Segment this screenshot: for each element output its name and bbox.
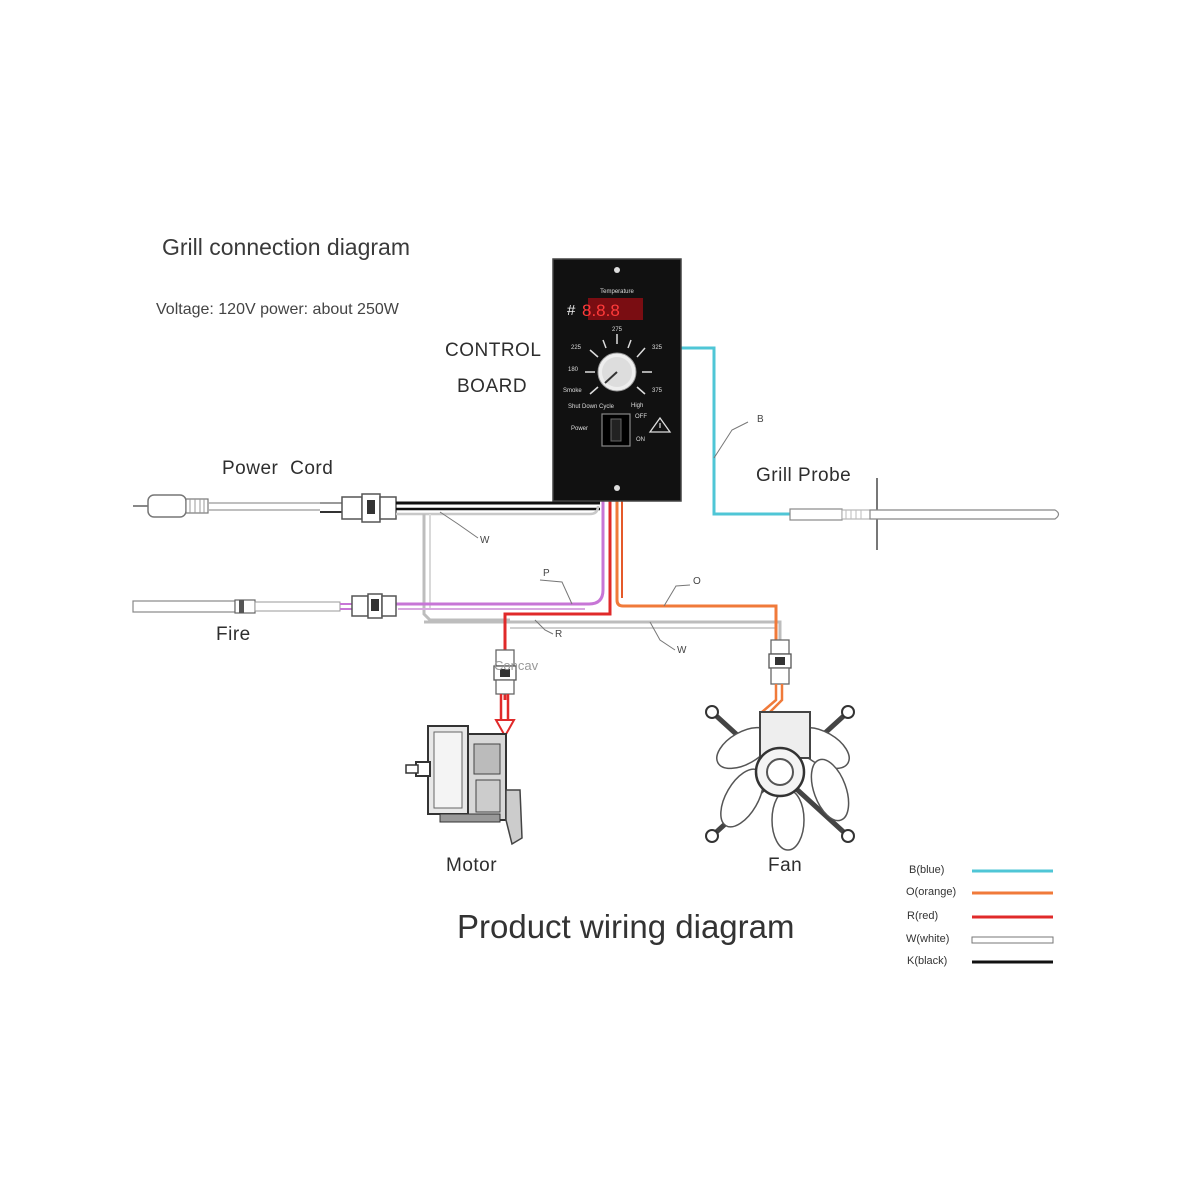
dial-325: 325	[652, 345, 663, 351]
motor	[405, 725, 523, 846]
dial-375: 375	[652, 388, 663, 394]
control-board: Temperature # 8.8.8 180 225 275 325 375 …	[552, 258, 682, 502]
legend-label-orange: O(orange)	[906, 886, 957, 898]
off-label: OFF	[635, 414, 647, 420]
wire-label-p: P	[543, 568, 550, 579]
dial-180: 180	[568, 367, 579, 373]
display-prefix: #	[567, 302, 576, 319]
power-cord	[133, 494, 342, 518]
dial-high: High	[631, 403, 643, 409]
temp-display: 8.8.8	[582, 301, 620, 320]
dial-smoke: Smoke	[563, 388, 582, 394]
on-label: ON	[636, 437, 645, 443]
concav-watermark: Concav	[494, 658, 539, 673]
power-cord-label: Power Cord	[222, 458, 334, 479]
fan-connector	[761, 639, 792, 713]
fire-connector	[351, 593, 397, 619]
grill-probe	[789, 478, 1060, 550]
motor-label: Motor	[446, 855, 498, 876]
dial-225: 225	[571, 345, 582, 351]
control-board-label-1: CONTROL	[445, 340, 542, 361]
control-board-label-2: BOARD	[457, 376, 528, 397]
wire-label-r: R	[555, 629, 563, 640]
wire-label-w-top: W	[480, 535, 490, 546]
power-label: Power	[571, 426, 588, 432]
diagram-title: Grill connection diagram	[162, 234, 411, 260]
dial-shutdown: Shut Down Cycle	[568, 404, 615, 410]
fan-label: Fan	[768, 855, 803, 876]
warning-icon	[648, 416, 672, 433]
fire-igniter	[132, 599, 352, 614]
product-wiring-title: Product wiring diagram	[457, 908, 795, 945]
legend-label-red: R(red)	[907, 910, 939, 922]
wire-label-o: O	[693, 576, 701, 587]
power-cord-connector	[341, 493, 397, 523]
dial-275: 275	[612, 327, 623, 333]
legend-swatch-white	[971, 936, 1054, 944]
legend	[971, 869, 1054, 964]
wire-label-w-bottom: W	[677, 645, 687, 656]
fire-label: Fire	[216, 624, 251, 645]
grill-probe-label: Grill Probe	[756, 465, 852, 486]
wire-label-b: B	[757, 414, 764, 425]
temperature-label: Temperature	[600, 289, 634, 295]
legend-label-blue: B(blue)	[909, 864, 945, 876]
legend-label-black: K(black)	[907, 955, 948, 967]
legend-label-white: W(white)	[906, 933, 950, 945]
motor-connector	[493, 649, 517, 739]
voltage-spec: Voltage: 120V power: about 250W	[156, 301, 399, 318]
fan	[705, 705, 855, 851]
